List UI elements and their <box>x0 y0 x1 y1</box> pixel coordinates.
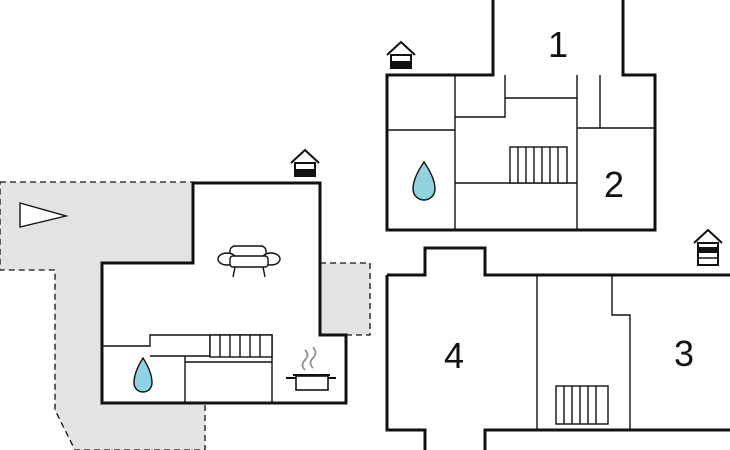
room-number-1: 1 <box>548 24 568 65</box>
lower-right-unit <box>385 246 730 450</box>
left-unit-building <box>100 181 348 405</box>
water-drop-icon <box>412 160 436 201</box>
room-2-label: 2 <box>604 164 624 205</box>
direction-arrow-icon <box>19 202 69 228</box>
staircase-icon <box>209 334 273 358</box>
staircase-icon <box>555 385 609 425</box>
room-1-label: 1 <box>548 24 568 65</box>
room-number-4: 4 <box>444 335 464 376</box>
staircase-icon <box>509 146 568 184</box>
entrance-house-icon <box>386 40 416 69</box>
room-4-label: 4 <box>444 335 464 376</box>
room-number-3: 3 <box>674 333 694 374</box>
entrance-house-icon <box>693 228 723 266</box>
room-number-2: 2 <box>604 164 624 205</box>
entrance-house-icon <box>290 148 320 177</box>
cooking-pot-icon <box>286 346 336 391</box>
sofa-icon <box>217 245 281 278</box>
room-3-label: 3 <box>674 333 694 374</box>
water-drop-icon <box>133 356 153 393</box>
